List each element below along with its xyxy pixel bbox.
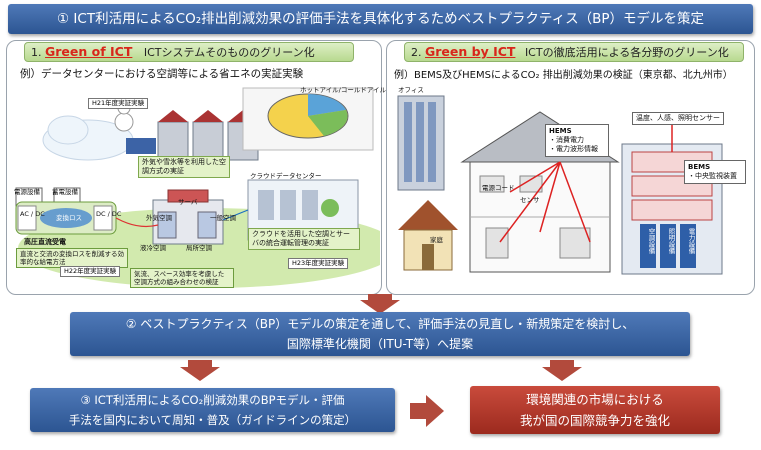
label-server: サーバ	[178, 198, 198, 206]
pie-chart-graphic	[242, 87, 374, 151]
arrow-right	[426, 395, 444, 427]
step2-line2: 国際標準化機関（ITU-T等）へ提案	[286, 337, 474, 351]
hems-title: HEMS	[549, 127, 572, 135]
label-loss: 変換ロス	[56, 214, 82, 222]
hems-item-1: ・消費電力	[549, 136, 584, 144]
year-label-h22: H22年度実証実験	[60, 266, 121, 277]
label-ratio: ホットアイル/コールドアイル	[300, 86, 387, 94]
label-power: 電源設備	[14, 188, 40, 196]
step2-line1: ② ベストプラクティス（BP）モデルの策定を通して、評価手法の見直し・新規策定を…	[125, 317, 635, 331]
airflow-box: 気流、スペース効率を考慮した空調方式の組み合わせの検証	[130, 268, 234, 288]
arrow-down-3-stem	[550, 360, 574, 367]
arrow-down-2	[180, 367, 220, 381]
step3-box: ③ ICT利活用によるCO₂削減効果のBPモデル・評価 手法を国内において周知・…	[30, 388, 395, 432]
office-tower-icon	[397, 95, 445, 191]
hvdc-box: 直流と交流の変換ロスを削減する効率的な給電方法	[16, 248, 128, 268]
goal-line1: 環境関連の市場における	[526, 392, 664, 407]
label-liquid: 液冷空調	[140, 244, 166, 252]
left-heading-number: 1.	[31, 46, 42, 59]
label-outlet: 電源コード	[482, 184, 515, 192]
label-acdc: AC / DC	[20, 210, 45, 218]
bems-title: BEMS	[688, 163, 711, 171]
arrow-down-1	[360, 300, 400, 314]
label-cloud-dc: クラウドデータセンター	[250, 172, 322, 180]
label-home: 家庭	[430, 236, 443, 244]
snowman-icon	[114, 112, 134, 132]
label-outside-air: 外気空調	[146, 214, 172, 222]
cloud-box: クラウドを活用した空調とサーバの統合運転管理の実証	[248, 228, 360, 250]
top-banner: ① ICT利活用によるCO₂排出削減効果の評価手法を具体化するためベストプラクテ…	[8, 4, 753, 34]
label-office: オフィス	[398, 86, 424, 94]
label-storage: 蓄電設備	[52, 188, 78, 196]
bems-item-1: ・中央監視装置	[688, 172, 737, 180]
goal-box: 環境関連の市場における 我が国の国際競争力を強化	[470, 386, 720, 434]
equip-3: 電力設備	[687, 228, 695, 254]
label-local: 局所空調	[186, 244, 212, 252]
sensor-label: 温度、人感、照明センサー	[632, 112, 724, 125]
right-example: 例）BEMS及びHEMSによるCO₂ 排出削減効果の検証（東京都、北九州市）	[394, 70, 733, 81]
left-heading-title: Green of ICT	[45, 44, 133, 59]
label-sensor: センサ	[520, 196, 540, 204]
cooling-box: 外気や雪氷等を利用した空調方式の実証	[138, 156, 230, 178]
year-label-h21: H21年度実証実験	[88, 98, 149, 109]
step3-line2: 手法を国内において周知・普及（ガイドラインの策定）	[68, 413, 357, 427]
hems-box: HEMS ・消費電力 ・電力波形情報	[545, 124, 609, 157]
right-heading-number: 2.	[411, 46, 422, 59]
arrow-down-1-stem	[368, 294, 392, 300]
house-icon	[398, 200, 458, 271]
equip-2: 照明設備	[667, 228, 675, 254]
left-heading-subtitle: ICTシステムそのもののグリーン化	[143, 46, 315, 59]
arrow-down-3	[542, 367, 582, 381]
goal-line2: 我が国の国際競争力を強化	[519, 413, 670, 428]
label-dcdc: DC / DC	[96, 210, 122, 218]
left-panel-heading: 1. Green of ICT ICTシステムそのもののグリーン化	[24, 42, 354, 62]
left-example: 例）データセンターにおける空調等による省エネの実証実験	[20, 68, 304, 80]
year-label-h23: H23年度実証実験	[288, 258, 349, 269]
right-heading-title: Green by ICT	[425, 44, 516, 59]
right-panel-heading: 2. Green by ICT ICTの徹底活用による各分野のグリーン化	[404, 42, 744, 62]
label-general: 一般空調	[210, 214, 236, 222]
arrow-right-stem	[410, 403, 426, 419]
step3-line1: ③ ICT利活用によるCO₂削減効果のBPモデル・評価	[80, 393, 345, 407]
equip-1: 空調設備	[647, 228, 655, 254]
step2-box: ② ベストプラクティス（BP）モデルの策定を通して、評価手法の見直し・新規策定を…	[70, 312, 690, 356]
bems-box: BEMS ・中央監視装置	[684, 160, 746, 184]
right-heading-subtitle: ICTの徹底活用による各分野のグリーン化	[524, 46, 729, 59]
right-illustration	[397, 95, 723, 275]
hvdc-title: 高圧直流受電	[24, 238, 66, 246]
hems-item-2: ・電力波形情報	[549, 145, 598, 153]
arrow-down-2-stem	[188, 360, 212, 367]
